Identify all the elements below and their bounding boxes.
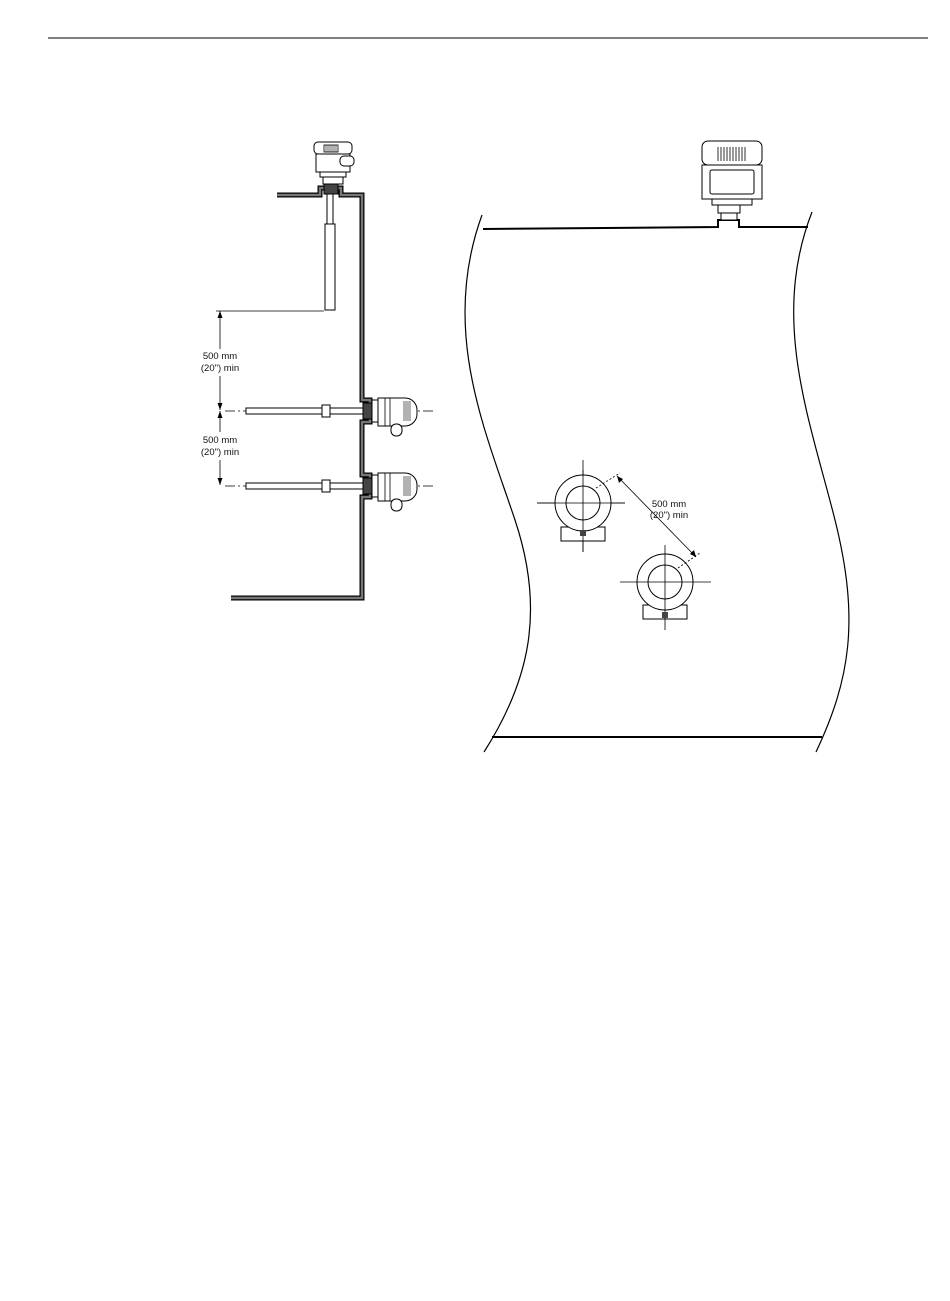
vessel-left-break — [465, 215, 531, 752]
dimension-label-2: 500 mm — [203, 435, 237, 446]
dimension-label-1: 500 mm — [203, 351, 237, 362]
front-side-switch-2 — [620, 545, 711, 630]
top-level-switch — [314, 142, 354, 310]
front-view: 500 mm (20") min — [465, 141, 849, 752]
dimension-label-1b: (20") min — [201, 363, 239, 374]
vessel-top-edge — [483, 220, 808, 229]
front-side-switch-1 — [537, 460, 625, 552]
side-level-switch-1 — [225, 398, 436, 436]
vessel-right-break — [794, 212, 849, 752]
side-view: 500 mm (20") min 500 mm (20") min — [201, 142, 436, 598]
side-level-switch-2 — [225, 473, 436, 511]
dimension-diagonal: 500 mm (20") min — [596, 473, 700, 568]
dimension-middle: 500 mm (20") min — [201, 411, 239, 485]
vessel-wall — [231, 188, 370, 598]
dimension-label-3b: (20") min — [650, 510, 688, 521]
dimension-label-3: 500 mm — [652, 499, 686, 510]
front-top-switch — [702, 141, 762, 220]
dimension-top: 500 mm (20") min — [201, 311, 324, 410]
dimension-label-2b: (20") min — [201, 447, 239, 458]
